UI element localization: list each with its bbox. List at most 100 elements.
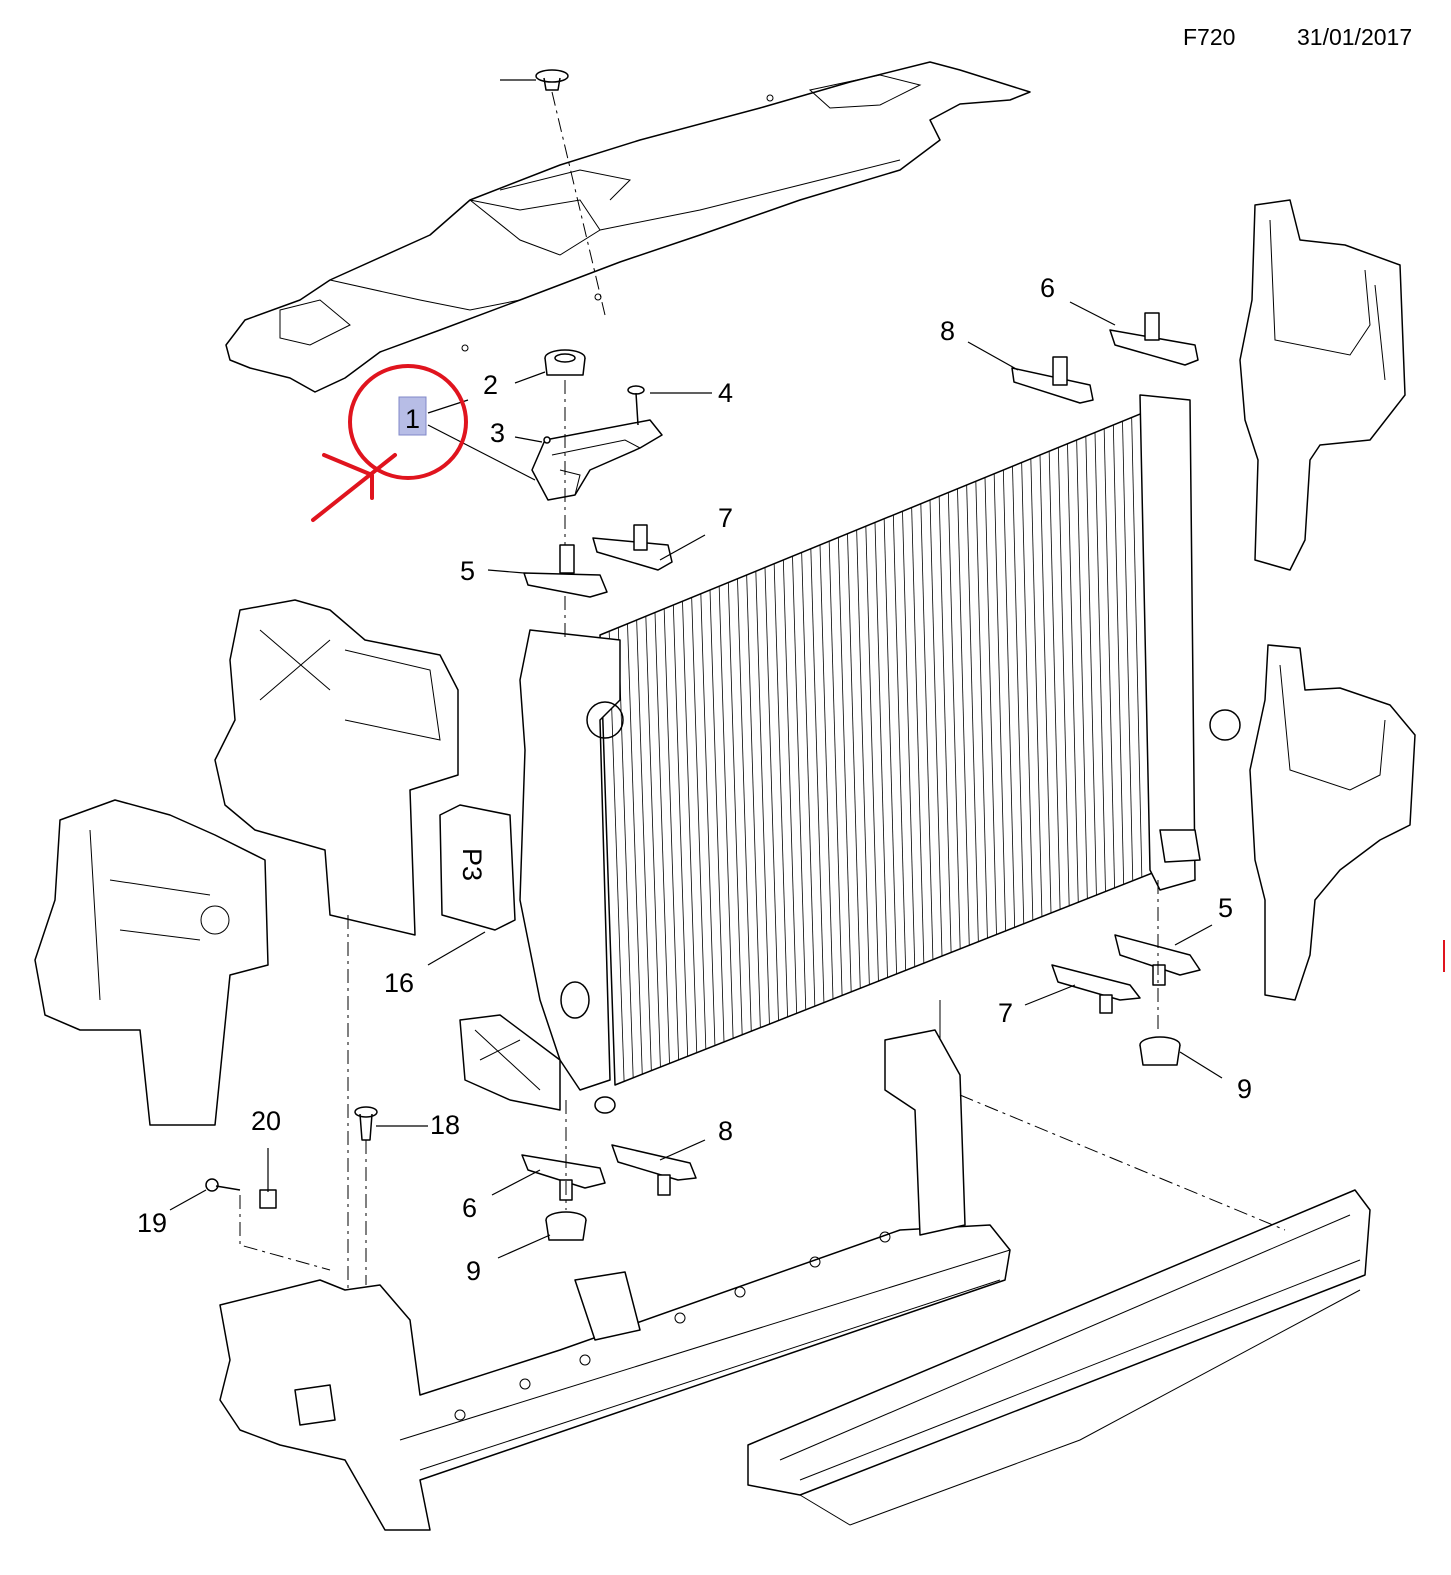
callout-leader-lines xyxy=(169,301,1223,1259)
radiator-fin-line xyxy=(737,578,752,1032)
lower-insulator-left-1 xyxy=(521,1154,606,1201)
radiator-fin-line xyxy=(1012,466,1025,924)
radiator-fins xyxy=(608,413,1152,1082)
radiator-fin-line xyxy=(819,544,834,1000)
callout-7-lower: 7 xyxy=(998,998,1013,1028)
radiator-assembly xyxy=(459,394,1241,1114)
lower-air-deflector-strip xyxy=(747,1189,1371,1526)
upper-insulator-left xyxy=(523,544,608,598)
radiator-fin-line xyxy=(883,518,897,974)
radiator-fin-line xyxy=(1131,417,1143,878)
radiator-fin-line xyxy=(1122,421,1134,881)
red-arrow-marker xyxy=(311,453,397,522)
radiator-fin-line xyxy=(654,612,670,1064)
right-lower-air-baffle xyxy=(1249,644,1416,1001)
callout-3: 3 xyxy=(490,418,505,448)
callout-18: 18 xyxy=(430,1110,460,1140)
radiator-upper-bracket xyxy=(531,419,663,501)
bolt-fastener xyxy=(627,385,645,426)
radiator-fin-line xyxy=(645,616,661,1068)
radiator-fin-line xyxy=(691,597,707,1050)
radiator-fin-line xyxy=(718,586,734,1039)
radiator-fin-line xyxy=(1002,469,1016,928)
radiator-fin-line xyxy=(1030,458,1043,917)
radiator-fin-line xyxy=(627,623,643,1075)
radiator-fin-line xyxy=(617,627,634,1078)
left-upper-air-baffle xyxy=(214,599,459,936)
diagram-date: 31/01/2017 xyxy=(1297,24,1413,50)
callout-19: 19 xyxy=(137,1208,167,1238)
radiator-fin-line xyxy=(801,552,816,1007)
callout-6-lower: 6 xyxy=(462,1193,477,1223)
radiator-fin-line xyxy=(902,511,916,967)
callout-5-lower: 5 xyxy=(1218,893,1233,923)
radiator-fin-line xyxy=(755,571,770,1025)
callout-9-right: 9 xyxy=(1237,1074,1252,1104)
push-pin-clip-18 xyxy=(354,1106,378,1141)
callout-1: 1 xyxy=(405,404,420,434)
radiator-fin-line xyxy=(764,567,779,1021)
radiator-fin-line xyxy=(1085,436,1097,896)
radiator-fin-line xyxy=(746,574,761,1028)
radiator-fin-line xyxy=(892,514,907,971)
radiator-fin-line xyxy=(984,477,997,935)
small-screw xyxy=(543,436,551,444)
radiator-fin-line xyxy=(727,582,743,1035)
lower-insulator-left-2 xyxy=(611,1144,697,1196)
upper-insulator-mid xyxy=(592,524,673,571)
radiator-fin-line xyxy=(837,537,852,992)
red-annotation xyxy=(311,364,1445,972)
radiator-fin-line xyxy=(1103,428,1115,888)
radiator-fin-line xyxy=(1094,432,1106,892)
radiator-fin-line xyxy=(1076,439,1088,899)
radiator-fin-line xyxy=(810,548,825,1003)
callout-8-upper: 8 xyxy=(940,316,955,346)
right-upper-air-baffle xyxy=(1239,199,1406,571)
radiator-fin-line xyxy=(847,533,861,989)
callout-16: 16 xyxy=(384,968,414,998)
diagram-code: F720 xyxy=(1183,24,1236,50)
part-marking: P3 xyxy=(457,848,487,881)
radiator-fin-line xyxy=(792,556,807,1010)
radiator-fin-line xyxy=(773,563,788,1017)
left-lower-air-baffle xyxy=(34,799,269,1126)
radiator-fin-line xyxy=(709,589,725,1043)
radiator-fin-line xyxy=(636,619,652,1071)
radiator-fin-line xyxy=(1039,454,1052,914)
rubber-grommet-top xyxy=(544,349,586,376)
part-1-highlight xyxy=(398,396,427,436)
lower-insulator-right-2 xyxy=(1051,964,1141,1014)
radiator-fin-line xyxy=(828,541,843,996)
radiator-fin-line xyxy=(993,473,1006,931)
upper-air-deflector xyxy=(225,61,1031,393)
radiator-fin-line xyxy=(957,488,970,946)
red-circle-marker xyxy=(348,364,468,480)
callout-6-upper: 6 xyxy=(1040,273,1055,303)
upper-insulator-far-right xyxy=(1011,356,1094,404)
callout-9-left: 9 xyxy=(466,1256,481,1286)
radiator-fin-line xyxy=(1112,424,1125,885)
lower-grommet-left xyxy=(545,1211,587,1241)
bolt-axis-line xyxy=(239,1195,331,1271)
lower-grommet-right xyxy=(1139,1036,1181,1066)
radiator-fin-line xyxy=(663,608,679,1060)
radiator-fin-line xyxy=(1057,447,1070,906)
radiator-fin-line xyxy=(1048,451,1061,910)
radiator-fin-line xyxy=(911,507,925,964)
radiator-fin-line xyxy=(874,522,888,978)
callout-8-lower: 8 xyxy=(718,1116,733,1146)
radiator-fin-line xyxy=(966,484,979,942)
lower-support-frame xyxy=(219,1000,1011,1531)
radiator-fin-line xyxy=(782,559,798,1014)
radiator-fin-line xyxy=(672,604,689,1057)
radiator-fin-line xyxy=(865,526,879,982)
radiator-fin-line xyxy=(700,593,716,1046)
radiator-block-part-16: P3 xyxy=(439,804,516,931)
radiator-fin-line xyxy=(1067,443,1079,903)
radiator-fin-line xyxy=(947,492,961,949)
assembly-axis-line xyxy=(551,91,606,316)
callout-20: 20 xyxy=(251,1106,281,1136)
clip-nut-20 xyxy=(259,1189,277,1209)
radiator-fin-line xyxy=(929,499,943,957)
